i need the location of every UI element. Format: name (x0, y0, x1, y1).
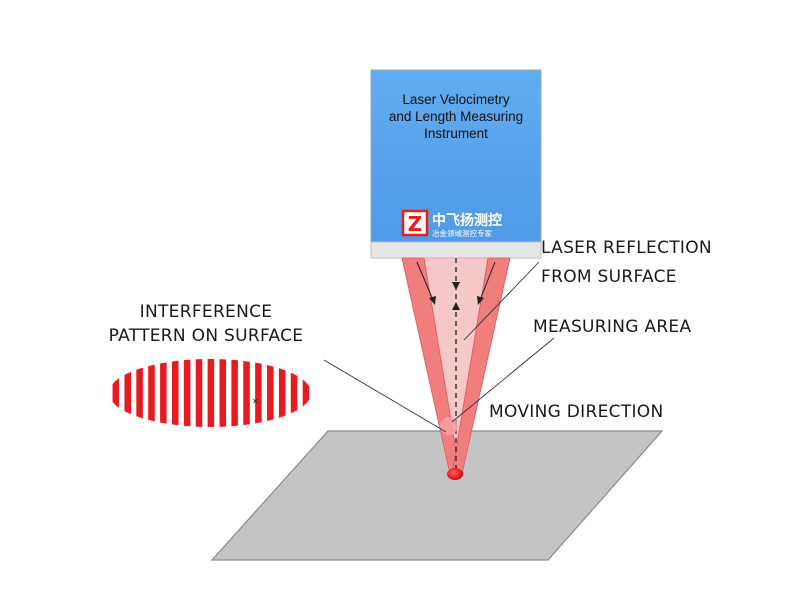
interference-fringe (207, 359, 215, 427)
laser-spot (447, 468, 463, 480)
logo-letter-icon: Z (408, 212, 423, 236)
logo-subtext: 冶金领域测控专家 (432, 228, 492, 238)
interference-fringe (255, 359, 262, 427)
label-interference-1: INTERFERENCE (140, 302, 273, 322)
label-laser-reflection-1: LASER REFLECTION (541, 238, 712, 258)
interference-fringe (124, 359, 131, 427)
leader-lines (323, 261, 555, 433)
interference-fringe (171, 359, 179, 427)
interference-fringe (267, 359, 274, 427)
laser-beams (401, 257, 511, 480)
pattern-marker-icon: ✕ (252, 397, 259, 406)
arrow-down-icon (452, 282, 460, 290)
brand-logo: Z 中飞扬测控 冶金领域测控专家 (401, 209, 502, 238)
interference-pattern: ✕ (109, 359, 311, 427)
interference-fringe (183, 359, 191, 427)
instrument-title-line-2: and Length Measuring (389, 109, 523, 124)
interference-fringe (160, 359, 167, 427)
interference-fringe (231, 359, 238, 427)
interference-fringe (278, 359, 286, 427)
arrow-down-right-icon (477, 296, 484, 305)
label-laser-reflection-2: FROM SURFACE (541, 267, 677, 287)
interference-fringe (148, 359, 155, 427)
logo-text: 中飞扬测控 (432, 212, 502, 229)
instrument-box: Laser Velocimetry and Length Measuring I… (370, 69, 542, 259)
interference-fringe (290, 359, 298, 427)
interference-fringe (302, 359, 310, 427)
instrument-title-line-3: Instrument (424, 126, 488, 141)
interference-fringe (219, 359, 227, 427)
interference-fringe (243, 359, 250, 427)
interference-fringe (112, 359, 120, 427)
label-measuring-area: MEASURING AREA (533, 317, 691, 337)
interference-fringe (195, 359, 203, 427)
instrument-title-line-1: Laser Velocimetry (402, 92, 510, 107)
label-moving-direction: MOVING DIRECTION (489, 402, 664, 422)
moving-surface (210, 430, 664, 561)
arrow-up-icon (452, 302, 460, 310)
interference-fringe (136, 359, 143, 427)
measuring-area-glow (440, 417, 458, 435)
arrow-down-left-icon (429, 296, 436, 305)
label-interference-2: PATTERN ON SURFACE (109, 326, 304, 346)
